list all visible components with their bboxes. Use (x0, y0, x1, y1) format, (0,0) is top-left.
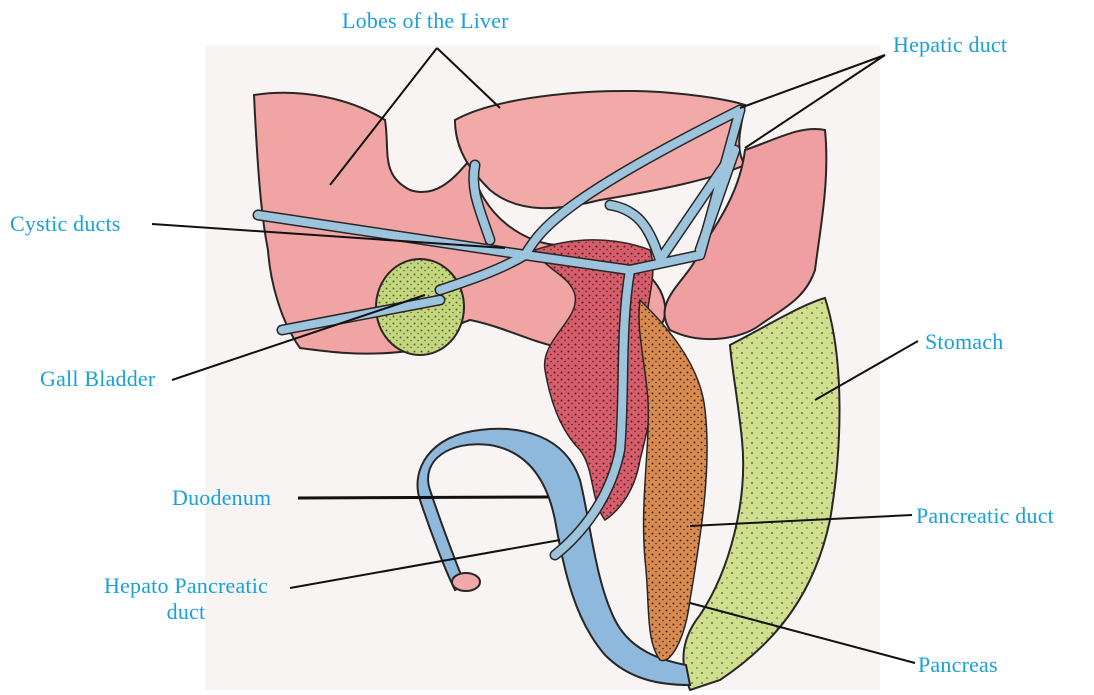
label-hepato-pancreatic-duct: Hepato Pancreatic duct (82, 573, 290, 625)
label-pancreatic-duct: Pancreatic duct (916, 503, 1054, 529)
leader-duodenum (298, 497, 548, 498)
label-hepatic-duct: Hepatic duct (893, 32, 1007, 58)
label-pancreas: Pancreas (918, 652, 998, 678)
label-hepato-pancreatic-line1: Hepato Pancreatic (82, 573, 290, 599)
label-duodenum: Duodenum (172, 485, 271, 511)
label-lobes-of-liver: Lobes of the Liver (342, 8, 509, 34)
label-stomach: Stomach (925, 329, 1003, 355)
label-hepato-pancreatic-line2: duct (82, 599, 290, 625)
duodenum-end (452, 573, 480, 591)
label-gall-bladder: Gall Bladder (40, 366, 155, 392)
label-cystic-ducts: Cystic ducts (10, 211, 121, 237)
